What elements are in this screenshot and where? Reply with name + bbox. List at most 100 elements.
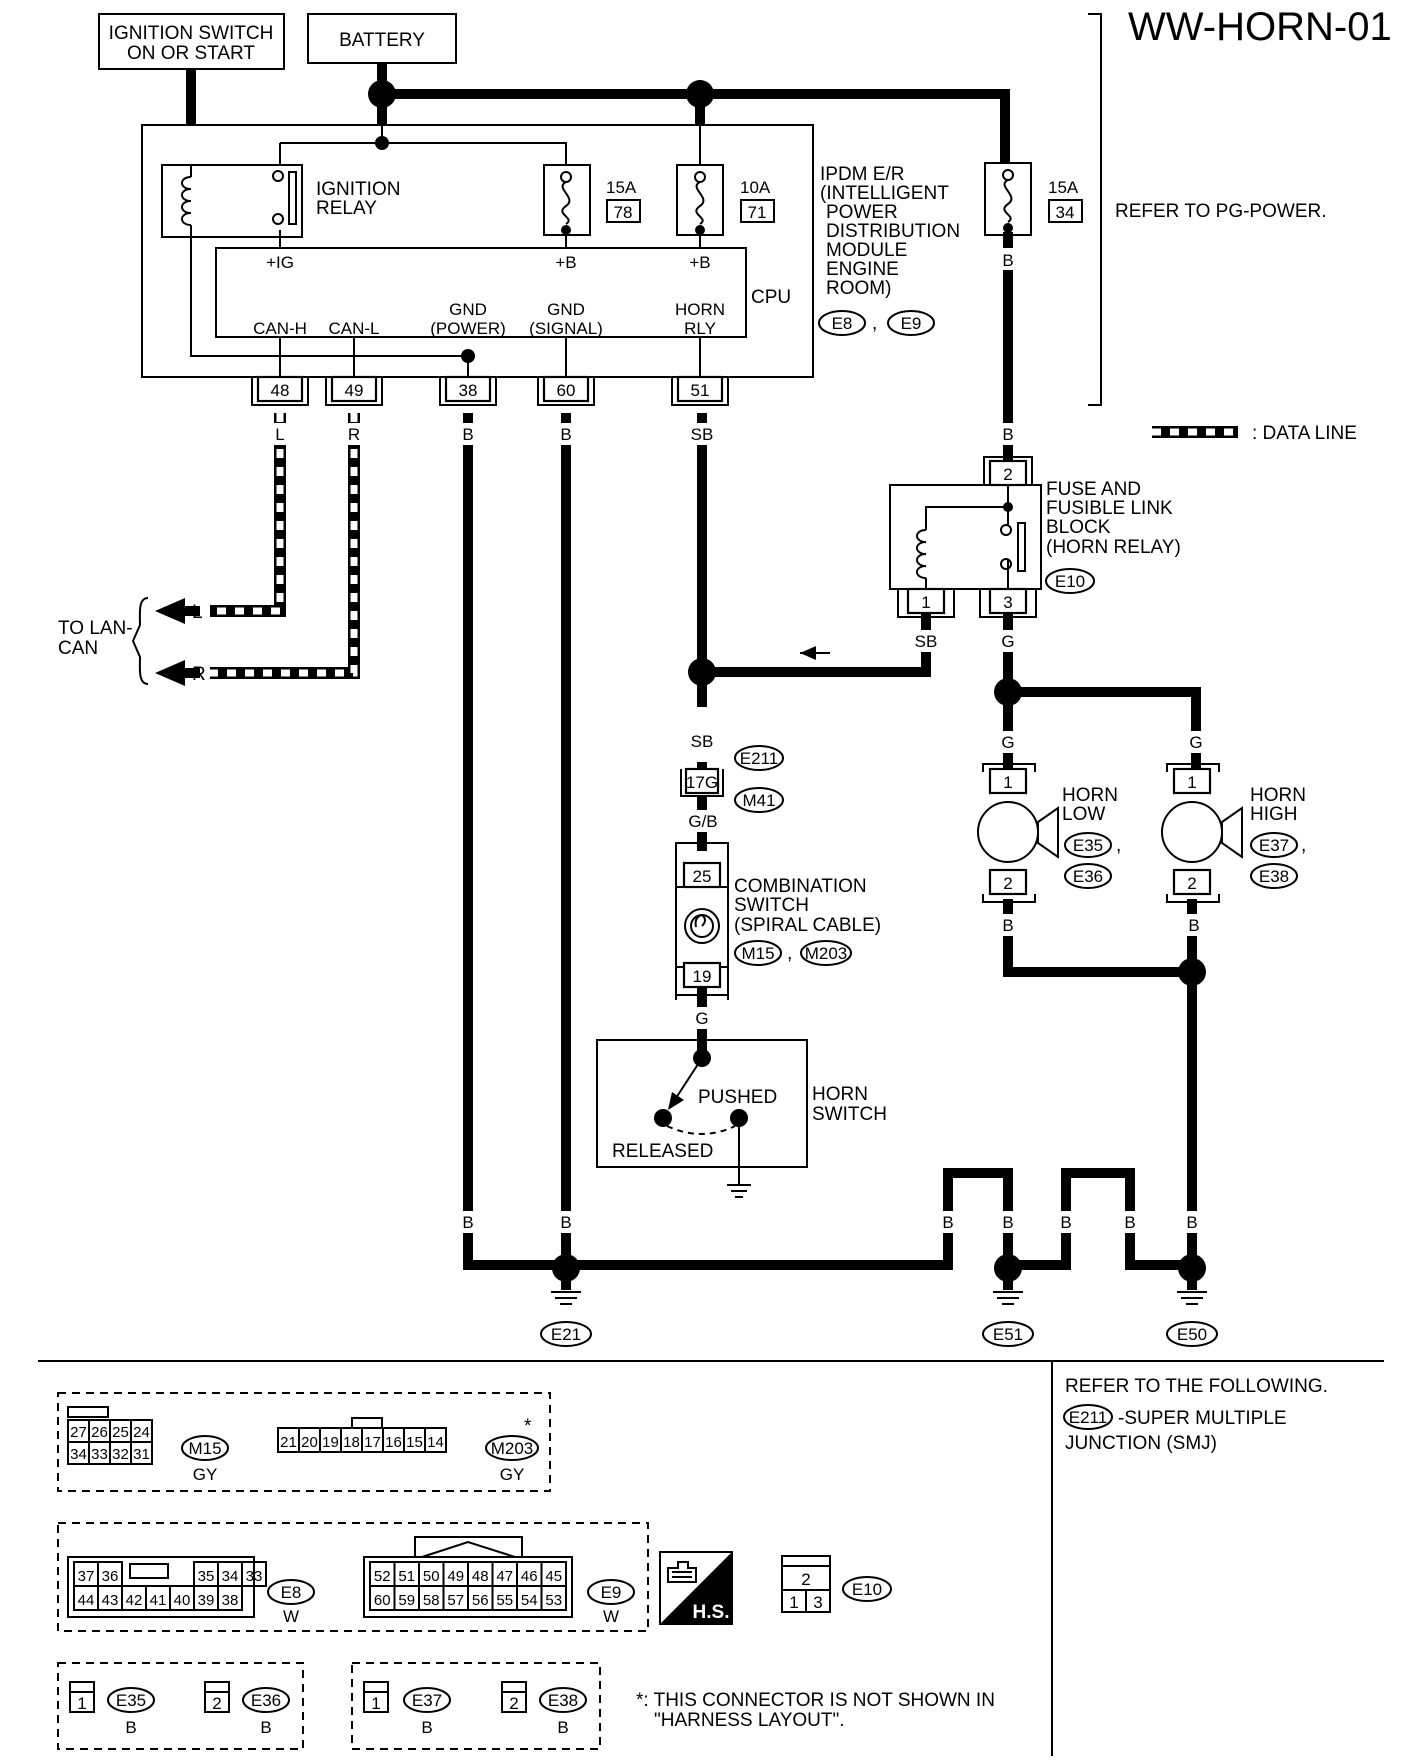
fuse-34-num: 34 xyxy=(1056,203,1075,222)
ipdm-pins: 48 49 38 60 51 xyxy=(251,375,729,406)
svg-text:G: G xyxy=(695,1009,708,1028)
svg-text:2: 2 xyxy=(509,1694,518,1713)
svg-text:RELEASED: RELEASED xyxy=(612,1141,713,1162)
svg-text:(INTELLIGENT: (INTELLIGENT xyxy=(820,183,949,204)
e8-pin: 40 xyxy=(174,1592,191,1609)
m15-pin: 34 xyxy=(70,1446,87,1463)
lan-l-label: L xyxy=(192,602,203,623)
ground-e50: E50 xyxy=(1177,1325,1207,1344)
ground-e21: E21 xyxy=(551,1325,581,1344)
e9-pin: 59 xyxy=(398,1592,415,1609)
svg-text:E35: E35 xyxy=(1073,836,1103,855)
svg-text:(SPIRAL CABLE): (SPIRAL CABLE) xyxy=(734,915,881,936)
b-label-2: +B xyxy=(689,253,710,272)
svg-text:1: 1 xyxy=(789,1593,798,1612)
svg-text:M15: M15 xyxy=(741,944,774,963)
e9-pin: 58 xyxy=(423,1592,440,1609)
to-lan-can-line-1: TO LAN- xyxy=(58,618,133,639)
svg-text:DISTRIBUTION: DISTRIBUTION xyxy=(826,221,960,242)
e10-connector: E10 xyxy=(1055,572,1085,591)
e9-pin: 50 xyxy=(423,1568,440,1585)
m15-pin: 26 xyxy=(91,1424,108,1441)
e8-pin: 43 xyxy=(102,1592,119,1609)
data-line-legend-label: : DATA LINE xyxy=(1252,423,1357,444)
ignition-switch-line-1: IGNITION SWITCH xyxy=(109,23,274,44)
svg-text:1: 1 xyxy=(371,1694,380,1713)
e9-pin: 49 xyxy=(447,1568,464,1585)
smj-connector: 17G E211 M41 xyxy=(680,745,784,813)
svg-text:R: R xyxy=(348,425,360,444)
svg-text:L: L xyxy=(275,425,284,444)
m203-pin: 18 xyxy=(343,1434,360,1451)
connector-view-e10: 2 1 3 E10 xyxy=(781,1555,892,1613)
e8-pin: 35 xyxy=(198,1568,215,1585)
pin-cell xyxy=(540,1585,567,1611)
svg-text:B: B xyxy=(1002,251,1013,270)
ipdm-module: IGNITION RELAY 15A 78 10A 71 CPU +IG +B … xyxy=(141,124,814,406)
svg-text:B: B xyxy=(1186,1213,1197,1232)
ipdm-connector-e9: E9 xyxy=(901,314,922,333)
svg-text:17G: 17G xyxy=(686,773,718,792)
svg-text:ROOM): ROOM) xyxy=(826,278,891,299)
m15-pin: 24 xyxy=(133,1424,150,1441)
horn-relay-coil-icon xyxy=(916,529,927,579)
svg-text:1: 1 xyxy=(921,593,930,612)
svg-text:B: B xyxy=(462,425,473,444)
svg-text:M203: M203 xyxy=(805,944,848,963)
can-l-arrow-icon xyxy=(155,598,185,624)
pin-60: 60 xyxy=(557,381,576,400)
svg-text:,: , xyxy=(787,943,792,964)
svg-text:H.S.: H.S. xyxy=(693,1602,730,1623)
e8-pin: 33 xyxy=(246,1568,263,1585)
battery-label: BATTERY xyxy=(339,30,425,51)
svg-text:B: B xyxy=(421,1718,432,1737)
svg-text:SB: SB xyxy=(691,425,714,444)
svg-text:E36: E36 xyxy=(251,1691,281,1710)
e8-pin: 37 xyxy=(78,1568,95,1585)
e8-pin: 38 xyxy=(222,1592,239,1609)
harness-side-icon: H.S. xyxy=(659,1551,733,1625)
data-line-legend: : DATA LINE xyxy=(1152,423,1357,444)
svg-text:B: B xyxy=(1060,1213,1071,1232)
svg-text:SB: SB xyxy=(691,732,714,751)
lan-r-label: R xyxy=(192,664,206,685)
horn-high: 1 2 HORN HIGH E37 , E38 xyxy=(1161,763,1306,903)
svg-text:B: B xyxy=(560,1213,571,1232)
svg-text:HORN: HORN xyxy=(1250,785,1306,806)
footnote-line-2: "HARNESS LAYOUT". xyxy=(654,1710,845,1731)
e9-pin: 51 xyxy=(398,1568,415,1585)
svg-text:FUSIBLE LINK: FUSIBLE LINK xyxy=(1046,498,1173,519)
m203-pin: 19 xyxy=(322,1434,339,1451)
connector-view-e35-e36: 1 E35 B 2 E36 B xyxy=(57,1662,304,1750)
to-lan-can-line-2: CAN xyxy=(58,638,98,659)
svg-text:2: 2 xyxy=(1187,874,1196,893)
data-lines xyxy=(210,413,360,679)
m203-pin: 16 xyxy=(385,1434,402,1451)
e9-pin: 57 xyxy=(447,1592,464,1609)
junction-dots xyxy=(368,80,1206,1282)
fuse-34-amp: 15A xyxy=(1048,178,1079,197)
e8-pin: 41 xyxy=(150,1592,167,1609)
horn-switch: PUSHED RELEASED HORN SWITCH xyxy=(596,1039,887,1198)
horn-rly-label-1: HORN xyxy=(675,300,725,319)
svg-text:3: 3 xyxy=(813,1593,822,1612)
svg-text:E37: E37 xyxy=(1259,836,1289,855)
ignition-relay-coil-icon xyxy=(181,176,192,226)
e9-pin: 53 xyxy=(545,1592,562,1609)
svg-text:W: W xyxy=(603,1607,619,1626)
svg-text:POWER: POWER xyxy=(826,202,898,223)
svg-text:E211: E211 xyxy=(1069,1408,1107,1427)
m15-pin: 31 xyxy=(133,1446,150,1463)
e9-pin: 52 xyxy=(374,1568,391,1585)
svg-text:G: G xyxy=(1001,632,1014,651)
svg-text:1: 1 xyxy=(1187,773,1196,792)
svg-text:,: , xyxy=(1301,835,1306,856)
e9-pin: 45 xyxy=(545,1568,562,1585)
pin-cell xyxy=(424,1427,447,1453)
lan-can-brace xyxy=(131,597,149,685)
wire-color-labels: B B L R B B SB SB G SB G/B G G B B G B B xyxy=(270,248,1208,1233)
fuse-78-amp: 15A xyxy=(606,178,637,197)
pin-cell xyxy=(241,1561,267,1587)
svg-text:HORN: HORN xyxy=(812,1084,868,1105)
svg-text:SWITCH: SWITCH xyxy=(734,895,809,916)
